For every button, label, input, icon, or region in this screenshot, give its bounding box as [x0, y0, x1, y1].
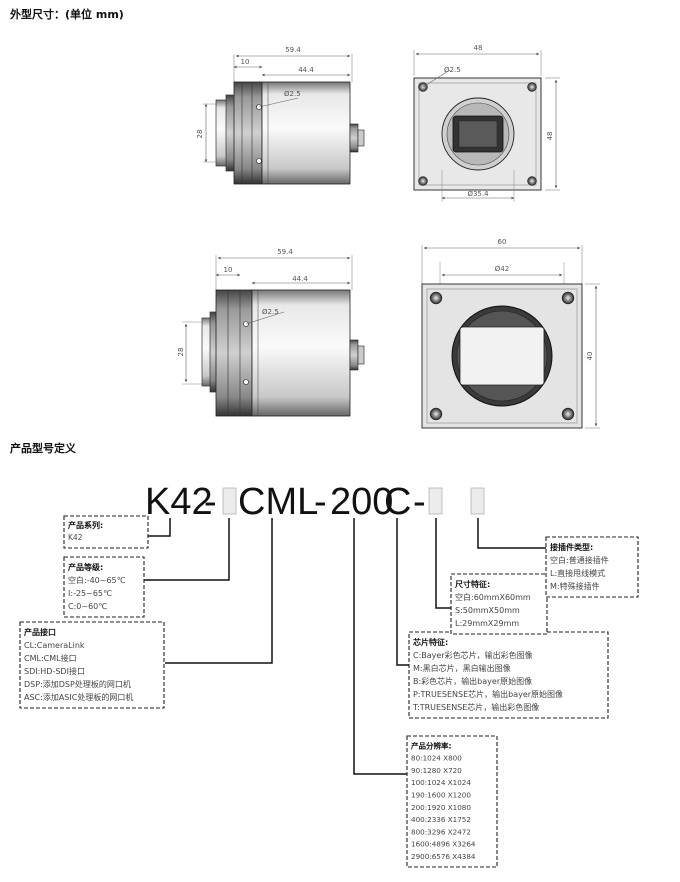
box-chip-line: C:Bayer彩色芯片，输出彩色图像 [413, 650, 533, 660]
box-size-frame [450, 573, 548, 635]
box-connector-title: 接插件类型: [550, 542, 593, 552]
box-chip-title: 芯片特征: [413, 637, 448, 647]
dim-width: 60 [498, 238, 507, 246]
box-connector-line: M:特殊接插件 [550, 581, 600, 591]
model-code: K42 - CML - 200 C - [145, 481, 485, 523]
box-interface-frame [19, 621, 165, 709]
box-resolution-title: 产品分辨率: [411, 740, 452, 750]
box-connector-line: L:直接甩线模式 [550, 568, 605, 578]
box-resolution: 产品分辨率: 80:1024 X800 90:1280 X720 100:1024 X… [406, 735, 498, 868]
placeholder-connector [470, 487, 485, 515]
dim-height: 40 [586, 352, 594, 361]
box-chip-line: M:黑白芯片，黑白输出图像 [413, 663, 511, 673]
box-interface-line: SDI:HD-SDI接口 [24, 666, 85, 676]
dim-body-length: 44.4 [292, 275, 308, 283]
model-code-dash-1: - [204, 481, 217, 523]
model-code-chip: C [384, 481, 411, 523]
dim-width: 48 [474, 44, 483, 52]
placeholder-size [428, 487, 443, 515]
model-code-dash-3: - [413, 481, 426, 523]
box-resolution-line: 200:1920 X1080 [411, 803, 471, 812]
section-title-model-definition: 产品型号定义 [10, 442, 76, 455]
box-chip-line: B:彩色芯片，输出bayer原始图像 [413, 676, 532, 686]
dim-height: 28 [177, 348, 185, 357]
model-code-dash-2: - [314, 481, 327, 523]
dim-circle: Ø42 [495, 265, 509, 273]
box-chip-line: P:TRUESENSE芯片，输出bayer原始图像 [413, 689, 563, 699]
box-connector: 接插件类型: 空白:普通接插件 L:直接甩线模式 M:特殊接插件 [545, 536, 639, 598]
box-resolution-line: 80:1024 X800 [411, 754, 462, 763]
box-resolution-line: 2900:6576 X4384 [411, 852, 476, 861]
section-title-dimensions: 外型尺寸：(单位 mm) [10, 8, 124, 21]
side-view-top: 59.4 10 44.4 28 Ø2.5 [196, 46, 365, 185]
box-resolution-line: 190:1600 X1200 [411, 791, 471, 800]
box-resolution-line: 100:1024 X1024 [411, 778, 471, 787]
definition-boxes: 产品系列:K42产品等级:空白:-40~65℃I:-25~65℃C:0~60℃产… [19, 515, 639, 868]
box-interface-line: ASC:添加ASIC处理板的网口机 [24, 692, 133, 702]
box-interface-title: 产品接口 [24, 627, 56, 637]
box-series-line: K42 [68, 533, 83, 542]
box-grade-line: C:0~60℃ [68, 602, 107, 611]
dim-front-length: 10 [241, 58, 250, 66]
side-view-bottom: 59.4 10 44.4 28 Ø2.5 [177, 248, 365, 417]
dim-body-length: 44.4 [298, 66, 314, 74]
box-grade-line: I:-25~65℃ [68, 589, 112, 598]
box-size-line: S:50mmX50mm [455, 606, 520, 615]
box-chip-frame [408, 631, 609, 719]
box-size-line: L:29mmX29mm [455, 619, 519, 628]
box-resolution-line: 800:3296 X2472 [411, 827, 471, 836]
dim-hole: Ø2.5 [284, 90, 301, 98]
box-connector-frame [545, 536, 639, 598]
box-resolution-frame [406, 735, 498, 868]
box-size-line: 空白:60mmX60mm [455, 592, 531, 602]
box-chip-line: T:TRUESENSE芯片，输出彩色图像 [412, 702, 539, 712]
model-code-interface: CML [238, 481, 318, 523]
box-series-frame [63, 515, 149, 549]
dim-circle: Ø35.4 [467, 190, 489, 198]
front-view-bottom: 60 Ø42 40 [421, 238, 600, 429]
box-interface-line: CML:CML接口 [24, 653, 77, 663]
placeholder-grade [222, 487, 237, 515]
box-grade-line: 空白:-40~65℃ [68, 575, 126, 585]
dim-hole: Ø2.5 [444, 66, 461, 74]
front-view-top: 48 48 Ø2.5 Ø35.4 [413, 44, 560, 202]
box-connector-line: 空白:普通接插件 [550, 555, 609, 565]
box-interface-line: CL:CameraLink [24, 641, 85, 650]
dim-total-length: 59.4 [277, 248, 293, 256]
box-resolution-line: 400:2336 X1752 [411, 815, 471, 824]
box-resolution-line: 1600:4896 X3264 [411, 840, 476, 849]
dim-total-length: 59.4 [285, 46, 301, 54]
dim-height: 48 [546, 132, 554, 141]
box-series-title: 产品系列: [68, 520, 103, 530]
box-grade-frame [63, 556, 145, 618]
dim-hole: Ø2.5 [262, 308, 279, 316]
model-code-resolution: 200 [330, 481, 393, 523]
box-chip: 芯片特征: C:Bayer彩色芯片，输出彩色图像 M:黑白芯片，黑白输出图像 B:彩色… [408, 631, 609, 719]
box-resolution-line: 90:1280 X720 [411, 766, 462, 775]
box-interface-line: DSP:添加DSP处理板的网口机 [24, 679, 131, 689]
box-size-title: 尺寸特征: [455, 579, 490, 589]
dim-front-length: 10 [224, 266, 233, 274]
connector-lines [143, 518, 546, 775]
box-grade-title: 产品等级: [68, 562, 103, 572]
box-series: 产品系列: K42 [63, 515, 149, 549]
box-grade: 产品等级: 空白:-40~65℃ I:-25~65℃ C:0~60℃ [63, 556, 145, 618]
model-code-series: K42 [145, 481, 213, 523]
dim-height: 28 [196, 130, 204, 139]
